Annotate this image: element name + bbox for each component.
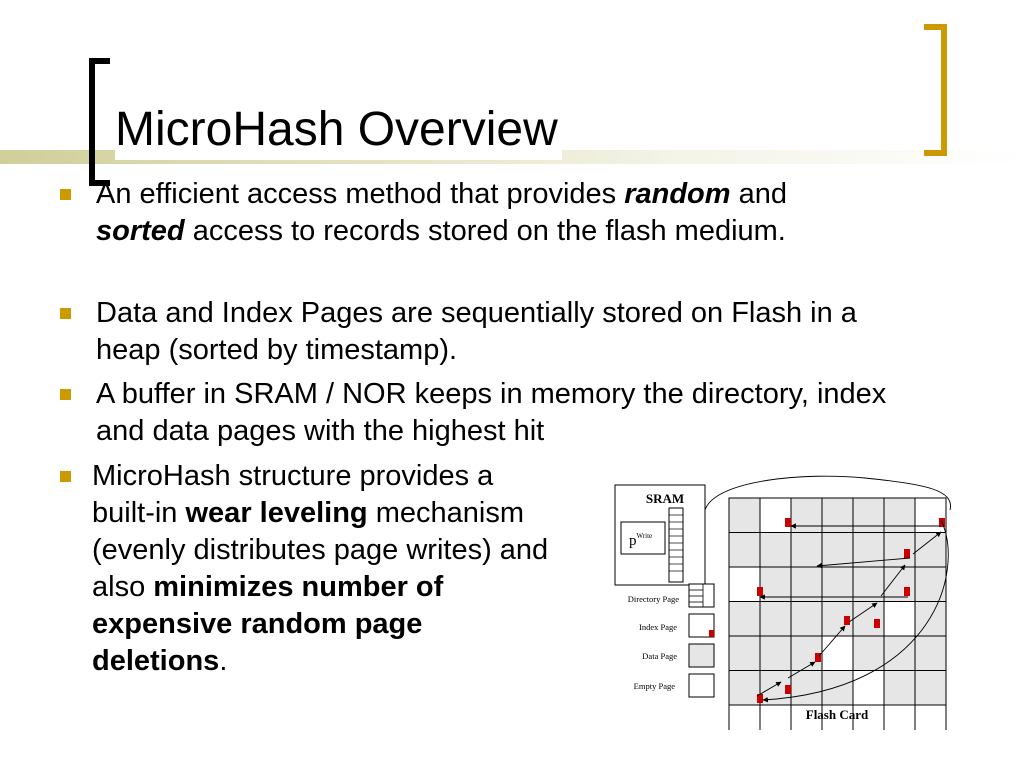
index-marker (785, 685, 791, 694)
flash-page-cell (821, 670, 854, 706)
bullet-marker (60, 389, 71, 400)
pwrite-box (620, 521, 666, 555)
flash-page-cell (914, 704, 947, 730)
flash-page-cell (790, 670, 823, 706)
flash-page-cell (759, 704, 792, 730)
left-bracket-icon (89, 58, 110, 186)
flash-page-cell (759, 566, 792, 602)
index-marker (757, 694, 763, 703)
index-marker (815, 653, 821, 662)
microhash-diagram: SRAM pWrite Directory Page Index Page Da… (614, 475, 951, 730)
flash-page-cell (759, 532, 792, 568)
index-marker (874, 619, 880, 628)
flash-page-cell (821, 497, 854, 533)
flash-page-cell (883, 601, 916, 637)
bullet-1: An efficient access method that provides… (60, 176, 876, 250)
index-marker (785, 518, 791, 527)
legend-directory-lines (689, 584, 704, 607)
slide-title: MicroHash Overview (115, 100, 562, 160)
flash-page-cell (759, 635, 792, 671)
flash-page-cell (790, 566, 823, 602)
flash-page-cell (790, 704, 823, 730)
flash-page-cell (728, 497, 761, 533)
flash-page-cell (883, 635, 916, 671)
flash-page-cell (790, 532, 823, 568)
flash-page-cell (821, 635, 854, 671)
legend-data-page (688, 643, 715, 668)
flash-page-cell (821, 566, 854, 602)
flash-page-cell (883, 497, 916, 533)
legend-empty-page (688, 673, 715, 698)
index-marker (844, 616, 850, 625)
bullet-2: Data and Index Pages are sequentially st… (60, 295, 876, 369)
flash-page-cell (914, 635, 947, 671)
legend-data-label: Data Page (642, 651, 677, 661)
flash-page-cell (883, 670, 916, 706)
flash-page-cell (821, 532, 854, 568)
flash-page-cell (728, 670, 761, 706)
sram-buffer-rows (669, 514, 683, 572)
right-bracket-icon (924, 24, 947, 156)
flash-card-label: Flash Card (806, 707, 869, 722)
index-marker (904, 549, 910, 558)
bullet-marker (60, 189, 71, 200)
legend-empty-label: Empty Page (634, 681, 676, 691)
flash-page-cell (852, 601, 885, 637)
pwrite-label: pWrite (629, 532, 652, 549)
sram-buffer-column (668, 507, 684, 583)
legend-directory-label: Directory Page (628, 594, 679, 604)
flash-page-cell (728, 601, 761, 637)
flash-page-cell (852, 566, 885, 602)
flash-page-cell (821, 704, 854, 730)
bullet-marker (60, 471, 71, 482)
bullet-4: MicroHash structure provides a built-in … (60, 458, 562, 680)
flash-page-cell (914, 601, 947, 637)
bullet-marker (60, 308, 71, 319)
flash-page-cell (883, 532, 916, 568)
flash-page-cell (759, 497, 792, 533)
flash-page-cell (914, 670, 947, 706)
flash-page-cell (759, 601, 792, 637)
bullet-3: A buffer in SRAM / NOR keeps in memory t… (60, 376, 896, 450)
flash-page-cell (728, 566, 761, 602)
legend-index-label: Index Page (639, 622, 677, 632)
index-marker (757, 587, 763, 596)
flash-page-cell (728, 532, 761, 568)
flash-page-cell (790, 601, 823, 637)
page-link-arrows (704, 475, 951, 703)
legend-index-page (688, 613, 715, 638)
sram-label: SRAM (646, 491, 684, 506)
flash-page-cell (852, 670, 885, 706)
flash-page-cell (883, 704, 916, 730)
flash-page-cell (790, 497, 823, 533)
index-marker (904, 587, 910, 596)
legend-index-marker (709, 630, 714, 637)
flash-page-cell (914, 497, 947, 533)
flash-card-grid (728, 497, 947, 730)
flash-page-cell (728, 635, 761, 671)
flash-page-cell (852, 635, 885, 671)
flash-page-cell (914, 532, 947, 568)
legend-directory-page (688, 583, 715, 608)
flash-page-cell (852, 497, 885, 533)
flash-page-cell (914, 566, 947, 602)
flash-page-cell (728, 704, 761, 730)
flash-page-cell (852, 704, 885, 730)
